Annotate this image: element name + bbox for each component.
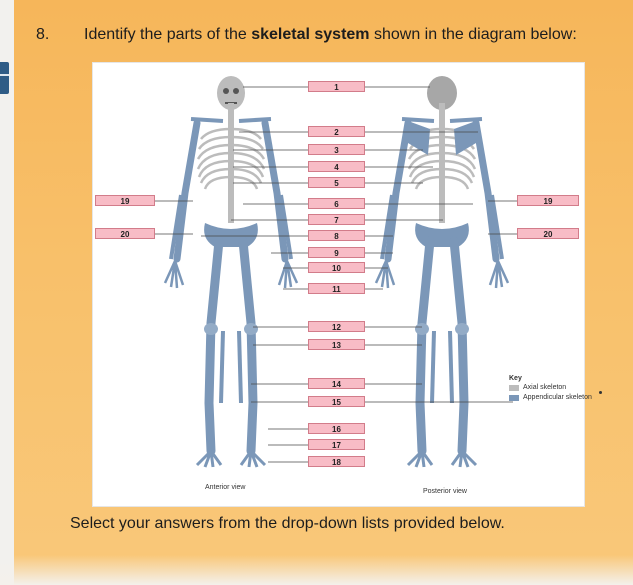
- axial-swatch: [509, 385, 519, 391]
- label-box-17[interactable]: 17: [308, 439, 365, 450]
- label-box-19-posterior[interactable]: 19: [517, 195, 579, 206]
- diagram-key: Key Axial skeleton Appendicular skeleton: [509, 375, 593, 402]
- label-box-10[interactable]: 10: [308, 262, 365, 273]
- label-box-13[interactable]: 13: [308, 339, 365, 350]
- label-box-9[interactable]: 9: [308, 247, 365, 258]
- label-box-20-anterior[interactable]: 20: [95, 228, 155, 239]
- label-box-20-posterior[interactable]: 20: [517, 228, 579, 239]
- question-text-after: shown in the diagram below:: [370, 26, 577, 43]
- label-box-1[interactable]: 1: [308, 81, 365, 92]
- question-number: 8.: [36, 26, 84, 44]
- label-box-6[interactable]: 6: [308, 198, 365, 209]
- key-appendicular-label: Appendicular skeleton: [523, 394, 592, 401]
- label-box-3[interactable]: 3: [308, 144, 365, 155]
- question-text-before: Identify the parts of the: [84, 26, 251, 43]
- label-box-18[interactable]: 18: [308, 456, 365, 467]
- anterior-skeleton-icon: [165, 76, 297, 467]
- appendicular-swatch: [509, 395, 519, 401]
- label-box-8[interactable]: 8: [308, 230, 365, 241]
- page-bottom-fade: [0, 555, 633, 585]
- stray-dot: [599, 391, 602, 394]
- label-box-11[interactable]: 11: [308, 283, 365, 294]
- label-box-2[interactable]: 2: [308, 126, 365, 137]
- sidebar-tab-line: [0, 74, 9, 76]
- question-text-bold: skeletal system: [251, 26, 369, 43]
- question-text: 8.Identify the parts of the skeletal sys…: [36, 26, 577, 44]
- label-box-16[interactable]: 16: [308, 423, 365, 434]
- key-row-axial: Axial skeleton: [509, 384, 593, 392]
- label-box-5[interactable]: 5: [308, 177, 365, 188]
- posterior-view-label: Posterior view: [423, 488, 467, 495]
- label-box-7[interactable]: 7: [308, 214, 365, 225]
- key-title: Key: [509, 375, 593, 382]
- anterior-view-label: Anterior view: [205, 484, 245, 491]
- label-box-15[interactable]: 15: [308, 396, 365, 407]
- posterior-skeleton-icon: [376, 76, 508, 467]
- instruction-text: Select your answers from the drop-down l…: [70, 515, 505, 533]
- key-row-appendicular: Appendicular skeleton: [509, 394, 593, 402]
- label-box-4[interactable]: 4: [308, 161, 365, 172]
- label-box-12[interactable]: 12: [308, 321, 365, 332]
- key-axial-label: Axial skeleton: [523, 384, 566, 391]
- label-box-14[interactable]: 14: [308, 378, 365, 389]
- skeletal-system-diagram: 1 2 3 4 5 6 7 8 9 10 11 12 13 14 15 16 1…: [92, 62, 585, 507]
- label-box-19-anterior[interactable]: 19: [95, 195, 155, 206]
- sidebar-tab[interactable]: [0, 62, 9, 94]
